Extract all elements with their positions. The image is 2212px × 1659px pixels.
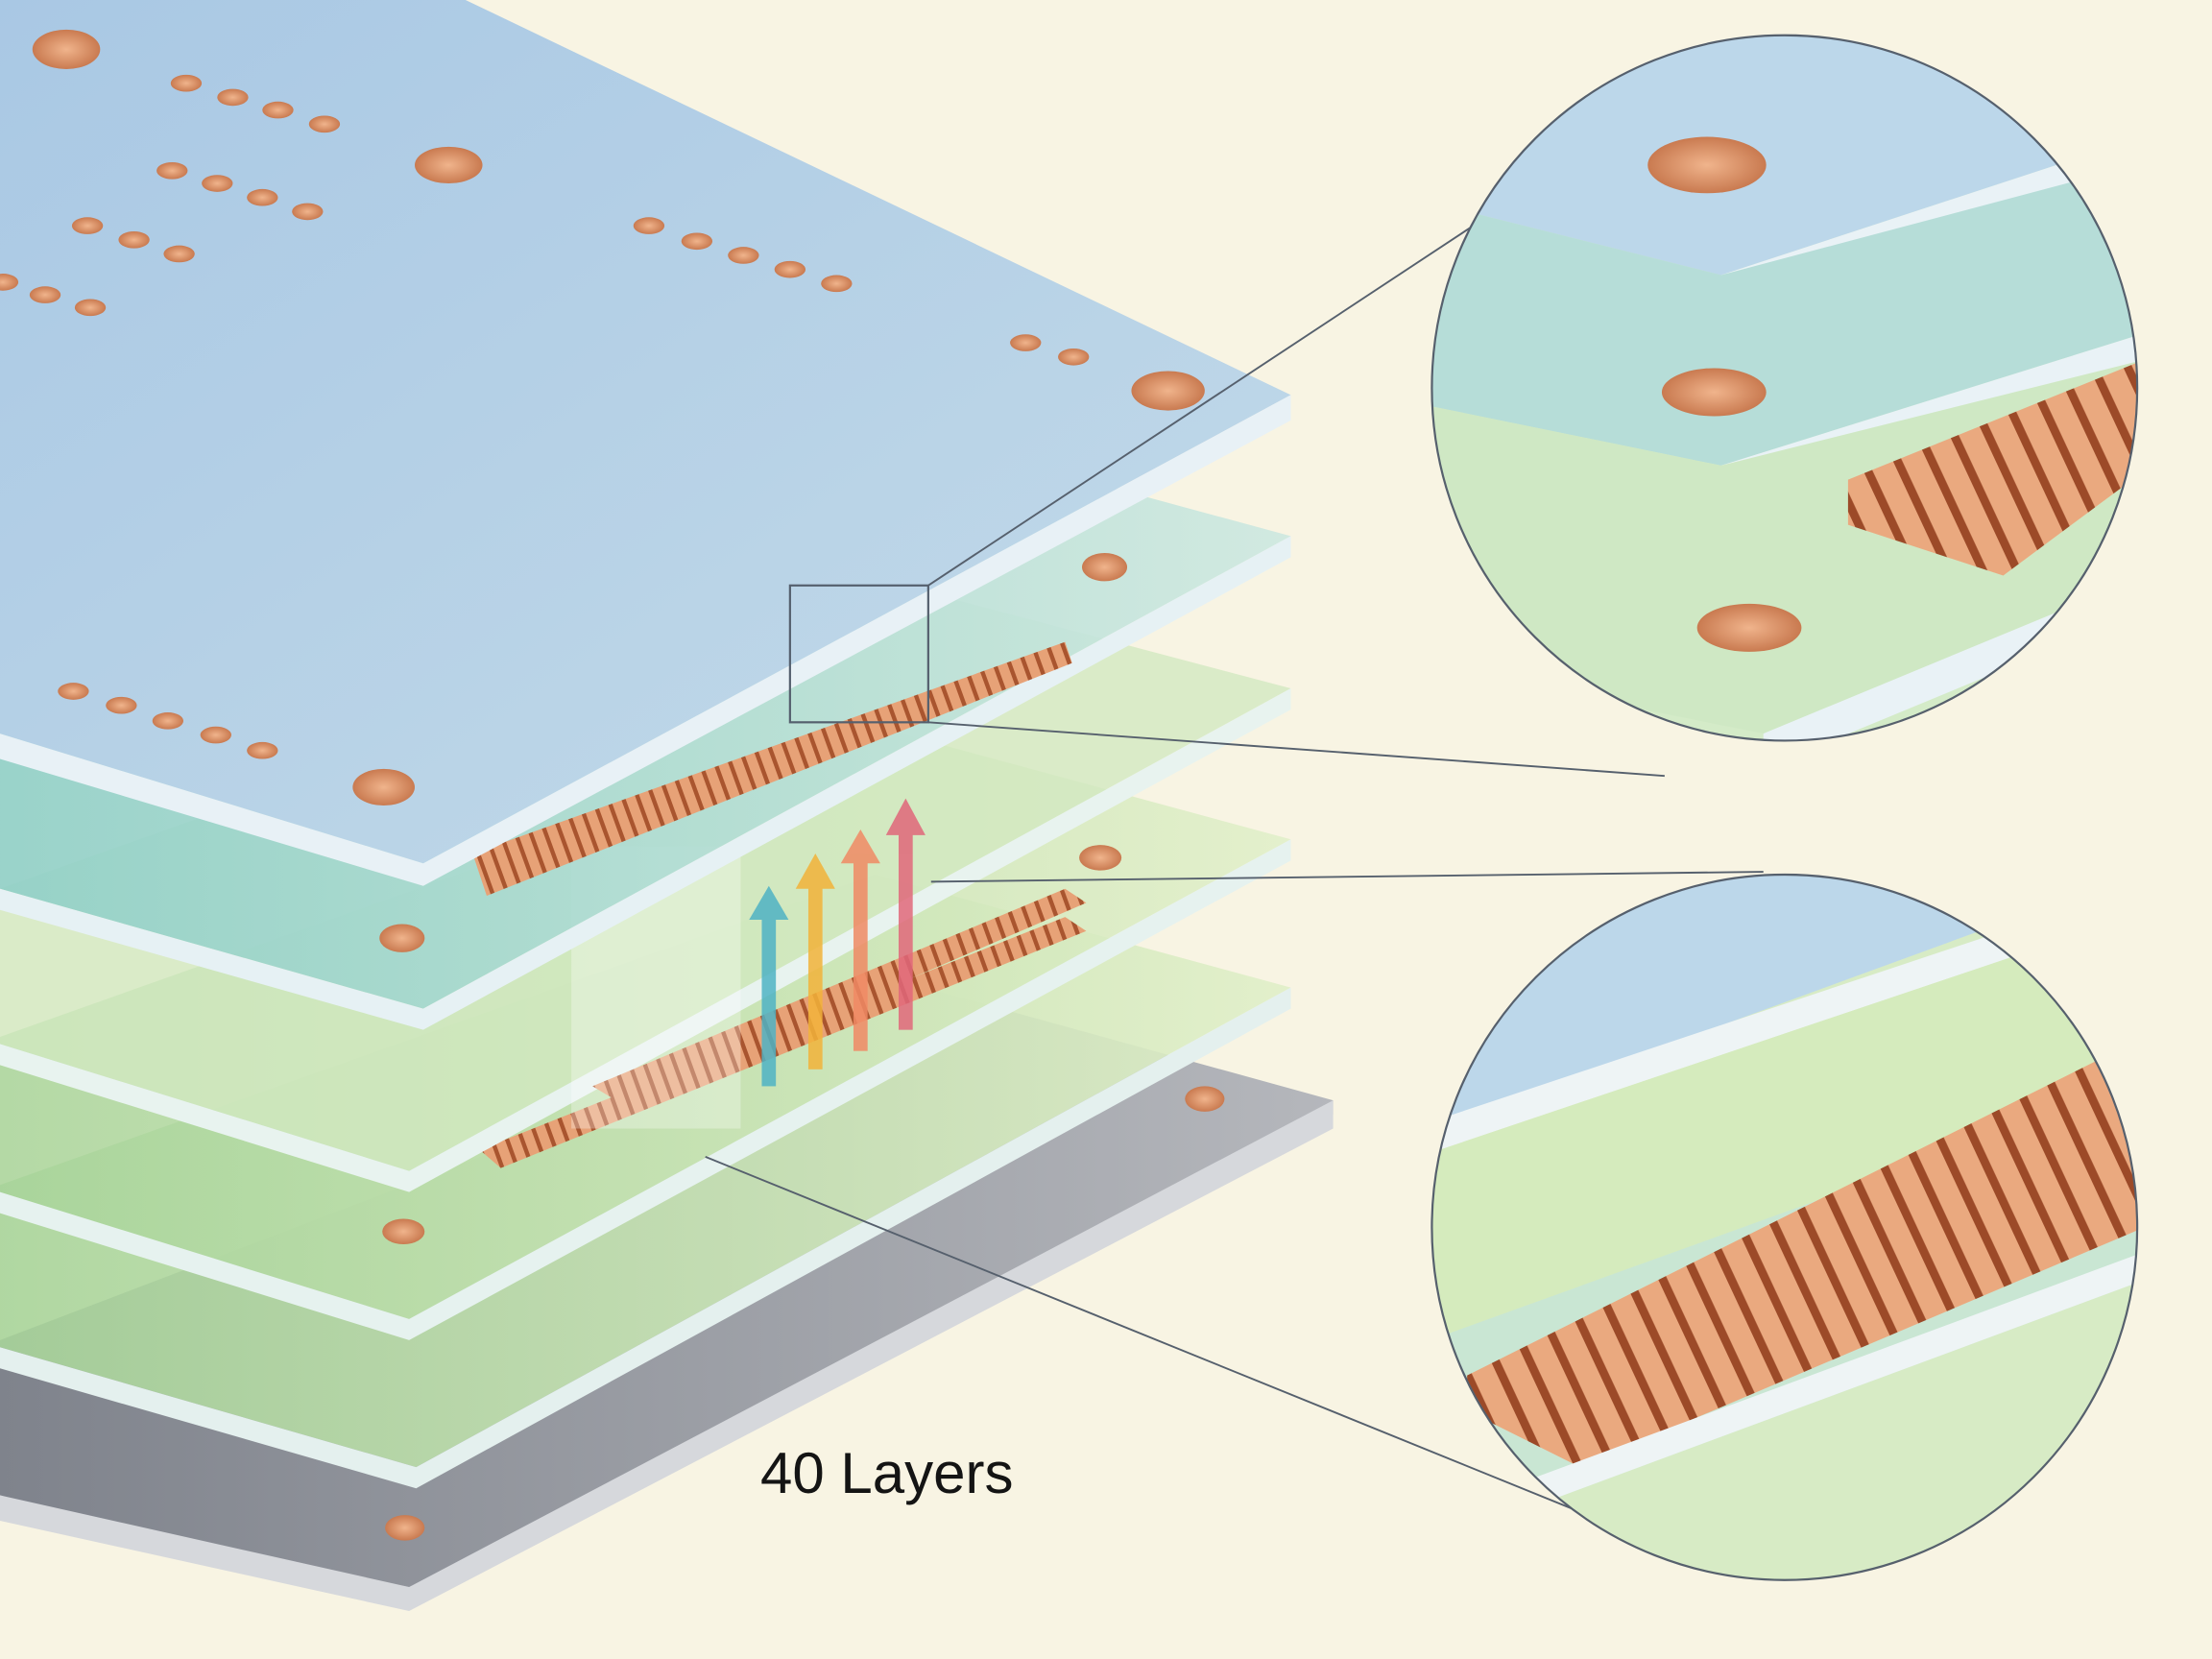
arrow-icon (840, 830, 880, 1051)
copper-traces-lower (479, 917, 1087, 1168)
callout-lines (705, 165, 1764, 1539)
arrow-icon (795, 853, 835, 1070)
top-layer (0, 0, 1291, 886)
arrow-icon (885, 798, 926, 1030)
vias (0, 29, 1205, 806)
copper-traces-detail-bottom (1467, 1044, 2138, 1468)
magnifier-bottom (1431, 875, 2138, 1580)
arrow-icon (749, 885, 789, 1087)
copper-traces-middle (592, 888, 1087, 1104)
copper-traces-upper (472, 641, 1072, 897)
magnifier-top (1431, 35, 2138, 741)
copper-traces-detail-top (1847, 359, 2138, 576)
layer-count-label: 40 Layers (760, 1441, 1014, 1505)
zoom-region-box (788, 584, 929, 724)
